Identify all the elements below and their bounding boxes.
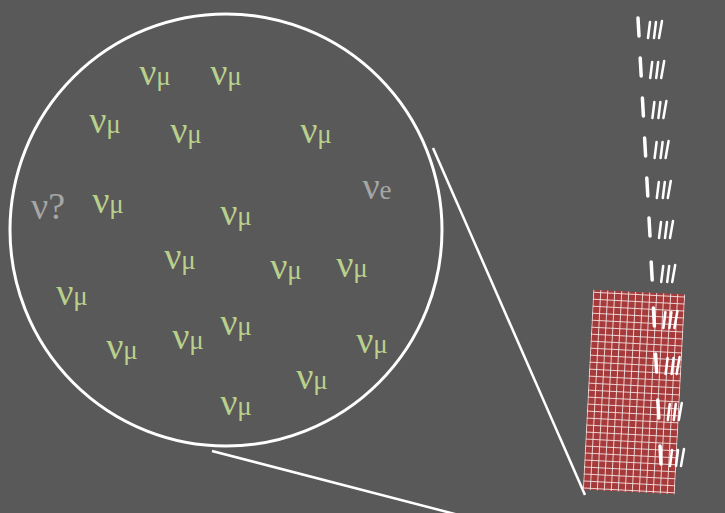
track-mark [656,354,657,372]
track-mark [663,182,665,198]
neutrino-label: νμ [336,245,368,283]
track-mark [640,58,641,76]
track-mark [649,218,650,236]
track-mark [651,262,652,280]
track-mark [666,141,669,158]
track-mark [674,404,676,420]
track-mark [674,311,677,328]
track-mark [656,62,658,78]
neutrino-label: νμ [270,247,302,285]
track-mark [650,62,652,78]
zoom-line [212,451,478,513]
track-mark [672,265,675,282]
track-mark [642,98,643,116]
track-mark [663,101,666,118]
track-mark [667,266,669,282]
track-mark [666,358,668,374]
track-mark [672,358,674,374]
track-mark [681,449,684,466]
track-mark [679,403,682,420]
track-mark [652,102,654,118]
track-mark [638,18,639,36]
track-mark [660,446,661,464]
neutrino-label: νμ [106,327,138,365]
neutrino-label: νμ [300,111,332,149]
neutrino-label: νμ [89,101,121,139]
neutrino-label: νμ [296,357,328,395]
neutrino-label: νμ [56,273,88,311]
track-mark [655,142,657,158]
neutrino-label: ν? [31,187,65,225]
track-mark [668,404,670,420]
track-mark [659,222,661,238]
track-mark [665,222,667,238]
track-mark [670,221,673,238]
neutrino-label: νe [362,167,391,205]
track-mark [653,308,654,326]
neutrino-label: νμ [92,181,124,219]
track-mark [654,22,656,38]
neutrino-label: νμ [356,321,388,359]
track-mark [657,182,659,198]
track-mark [658,102,660,118]
track-mark [663,312,665,328]
track-mark [668,181,671,198]
track-mark [659,21,662,38]
track-mark [670,450,672,466]
zoom-circle: νμνμνμνμνμνeν?νμνμνμνμνμνμνμνμνμνμνμνμ [8,12,444,448]
track-mark [645,138,646,156]
track-mark [669,312,671,328]
neutrino-label: νμ [172,317,204,355]
track-mark [661,142,663,158]
zoom-line [433,148,585,495]
particle-tracks [638,18,684,466]
detector-grid [583,290,685,495]
track-mark [658,400,659,418]
neutrino-label: νμ [170,111,202,149]
neutrino-label: νμ [220,303,252,341]
track-mark [676,450,678,466]
neutrino-label: νμ [220,193,252,231]
track-mark [677,357,680,374]
neutrino-label: νμ [164,237,196,275]
neutrino-label: νμ [220,383,252,421]
neutrino-label: νμ [210,53,242,91]
track-mark [648,22,650,38]
neutrino-label: νμ [139,53,171,91]
track-mark [647,178,648,196]
track-mark [661,61,664,78]
track-mark [661,266,663,282]
